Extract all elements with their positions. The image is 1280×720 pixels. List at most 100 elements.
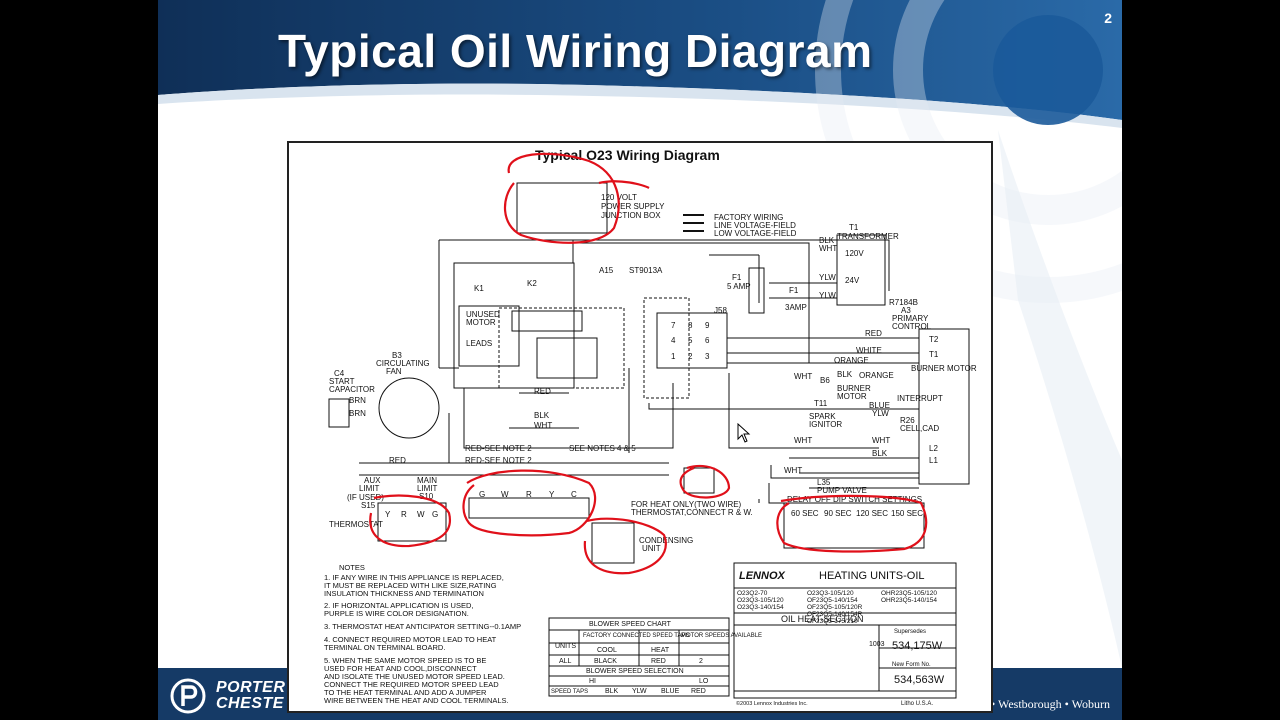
blower-chart-red: RED xyxy=(651,658,666,665)
lennox-litho: Litho U.S.A. xyxy=(901,701,933,707)
primary-control-2: A3 xyxy=(901,306,911,315)
terminal-6: 6 xyxy=(705,336,710,345)
delay-title: DELAY OFF DIP SWITCH SETTINGS xyxy=(787,495,922,504)
wire-wht-6: WHT xyxy=(534,421,552,430)
lennox-model-2: O23Q3-105/120 xyxy=(737,597,784,604)
legend-factory-wiring: FACTORY WIRING xyxy=(714,213,783,222)
lennox-supersedes: 534,175W xyxy=(892,640,943,652)
lennox-model-1: O23Q2-70 xyxy=(737,590,768,597)
blower-selection-lo: LO xyxy=(699,678,709,685)
lennox-copyright: ©2003 Lennox Industries Inc. xyxy=(736,700,808,707)
lennox-model-10: OHR23Q5-140/154 xyxy=(881,597,937,604)
blower-selection-red: RED xyxy=(691,688,706,695)
slide: Typical Oil Wiring Diagram 2 PORTER CHES… xyxy=(158,0,1122,720)
lennox-code: 1003 xyxy=(869,641,885,648)
lennox-model-5: OF23Q5-140/154 xyxy=(807,597,858,604)
blower-chart-title: BLOWER SPEED CHART xyxy=(589,621,672,628)
wire-red-3: RED xyxy=(389,456,406,465)
wire-blue: BLUE xyxy=(869,401,890,410)
spark-ignitor-3: IGNITOR xyxy=(809,420,842,429)
terminal-8: 8 xyxy=(688,321,693,330)
fuse2-label-2: 3AMP xyxy=(785,303,807,312)
cell-2: CELL,CAD xyxy=(900,424,939,433)
blower-chart-factory: FACTORY CONNECTED SPEED TAPS xyxy=(583,633,689,639)
wire-wht-4: WHT xyxy=(872,436,890,445)
primary-control-1: R7184B xyxy=(889,298,918,307)
wire-wht-1: WHT xyxy=(819,244,837,253)
wiring-diagram-drawing: Typical O23 Wiring Diagram 120 VOLT POWE… xyxy=(324,147,977,707)
wire-ylw-2: YLW xyxy=(819,291,836,300)
note-line-3: INSULATION THICKNESS AND TERMINATION xyxy=(324,589,484,598)
wire-blk-4: BLK xyxy=(534,411,550,420)
slide-background-shapes xyxy=(158,0,1122,668)
lennox-model-4: O23Q3-105/120 xyxy=(807,590,854,597)
legend-low-voltage: LOW VOLTAGE-FIELD xyxy=(714,229,797,238)
aux-limit-1: AUX xyxy=(364,476,381,485)
spark-ignitor-2: SPARK xyxy=(809,412,836,421)
lennox-new-form-label: New Form No. xyxy=(892,662,931,668)
board-label-st9013a: ST9013A xyxy=(629,266,663,275)
fuse2-label-1: F1 xyxy=(789,286,799,295)
main-limit-2: LIMIT xyxy=(417,484,438,493)
thermostat-terminal-w: W xyxy=(417,510,425,519)
wire-wht-2: WHT xyxy=(794,372,812,381)
delay-setting-60: 60 SEC xyxy=(791,509,819,518)
wire-blk-1: BLK xyxy=(819,236,835,245)
lennox-new-form: 534,563W xyxy=(894,674,945,686)
note-line-5: PURPLE IS WIRE COLOR DESIGNATION. xyxy=(324,609,469,618)
blower-selection-ylw: YLW xyxy=(632,688,647,695)
thermostat-label: THERMOSTAT xyxy=(329,520,383,529)
terminal-9: 9 xyxy=(705,321,710,330)
aux-limit-4: S15 xyxy=(361,501,376,510)
unused-motor-2: MOTOR xyxy=(466,318,496,327)
legend-line-voltage: LINE VOLTAGE-FIELD xyxy=(714,221,796,230)
primary-terminal-interrupt: INTERRUPT xyxy=(897,394,943,403)
wire-brn-1: BRN xyxy=(349,396,366,405)
wire-wht-3: WHT xyxy=(794,436,812,445)
heat-only-note-1: FOR HEAT ONLY(TWO WIRE) xyxy=(631,500,742,509)
lennox-heading: HEATING UNITS-OIL xyxy=(819,570,925,582)
lennox-brand: LENNOX xyxy=(739,570,786,582)
capacitor-label-2: START xyxy=(329,377,355,386)
blower-chart-heat: HEAT xyxy=(651,647,670,654)
wire-red-2: RED xyxy=(534,387,551,396)
board-terminal-g: G xyxy=(479,490,485,499)
note-line-2: IT MUST BE REPLACED WITH LIKE SIZE,RATIN… xyxy=(324,581,497,590)
blower-selection-hi: HI xyxy=(589,678,596,685)
capacitor-label-3: CAPACITOR xyxy=(329,385,375,394)
note-line-6: 3. THERMOSTAT HEAT ANTICIPATOR SETTING--… xyxy=(324,622,521,631)
primary-terminal-l2: L2 xyxy=(929,444,938,453)
j58-label: J58 xyxy=(714,306,727,315)
board-terminal-w: W xyxy=(501,490,509,499)
note-line-9: 5. WHEN THE SAME MOTOR SPEED IS TO BE xyxy=(324,656,486,665)
note-line-10: USED FOR HEAT AND COOL,DISCONNECT xyxy=(324,664,477,673)
relay-k2: K2 xyxy=(527,279,537,288)
blower-selection-speed-taps: SPEED TAPS xyxy=(551,689,588,695)
pump-valve-1: L35 xyxy=(817,478,831,487)
power-supply-label-3: JUNCTION BOX xyxy=(601,211,661,220)
lennox-model-8: OF23Q5-175/210 xyxy=(807,618,858,625)
blower-chart-motor: MOTOR SPEEDS AVAILABLE xyxy=(681,633,762,639)
main-limit-1: MAIN xyxy=(417,476,437,485)
wire-orange-2: ORANGE xyxy=(859,371,894,380)
transformer-label-1: T1 xyxy=(849,223,859,232)
transformer-120v: 120V xyxy=(845,249,864,258)
mouse-cursor-icon xyxy=(737,423,751,443)
terminal-4: 4 xyxy=(671,336,676,345)
aux-limit-3: (IF USED) xyxy=(347,493,384,502)
lennox-section: OIL HEAT-SECTION xyxy=(781,614,864,624)
terminal-2: 2 xyxy=(688,352,693,361)
primary-terminal-l1: L1 xyxy=(929,456,938,465)
fan-label-2: CIRCULATING xyxy=(376,359,430,368)
burner-motor-1: B6 xyxy=(820,376,830,385)
slide-title: Typical Oil Wiring Diagram xyxy=(278,25,873,77)
board-terminal-y: Y xyxy=(549,490,555,499)
note-line-11: AND ISOLATE THE UNUSED MOTOR SPEED LEAD. xyxy=(324,672,505,681)
board-terminal-r: R xyxy=(526,490,532,499)
board-label-a15: A15 xyxy=(599,266,614,275)
thermostat-terminal-r: R xyxy=(401,510,407,519)
delay-setting-150: 150 SEC xyxy=(891,509,923,518)
fan-label-3: FAN xyxy=(386,367,402,376)
burner-motor-3: MOTOR xyxy=(837,392,867,401)
wire-blk-2: BLK xyxy=(837,370,853,379)
